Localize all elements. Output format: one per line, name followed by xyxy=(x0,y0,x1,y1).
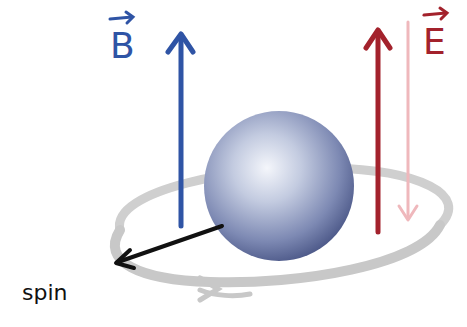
vector-mark-e xyxy=(424,8,447,19)
e-field-arrow-down xyxy=(399,22,417,220)
spin-arrow xyxy=(116,226,222,268)
spin-label: spin xyxy=(22,282,67,304)
b-field-arrow xyxy=(168,34,193,226)
particle-sphere xyxy=(204,111,354,261)
e-field-label: E xyxy=(423,24,446,60)
orbit-loop-front xyxy=(115,225,440,300)
vector-mark-b xyxy=(110,12,133,23)
e-field-arrow-up xyxy=(366,30,390,232)
b-field-label: B xyxy=(110,28,135,64)
